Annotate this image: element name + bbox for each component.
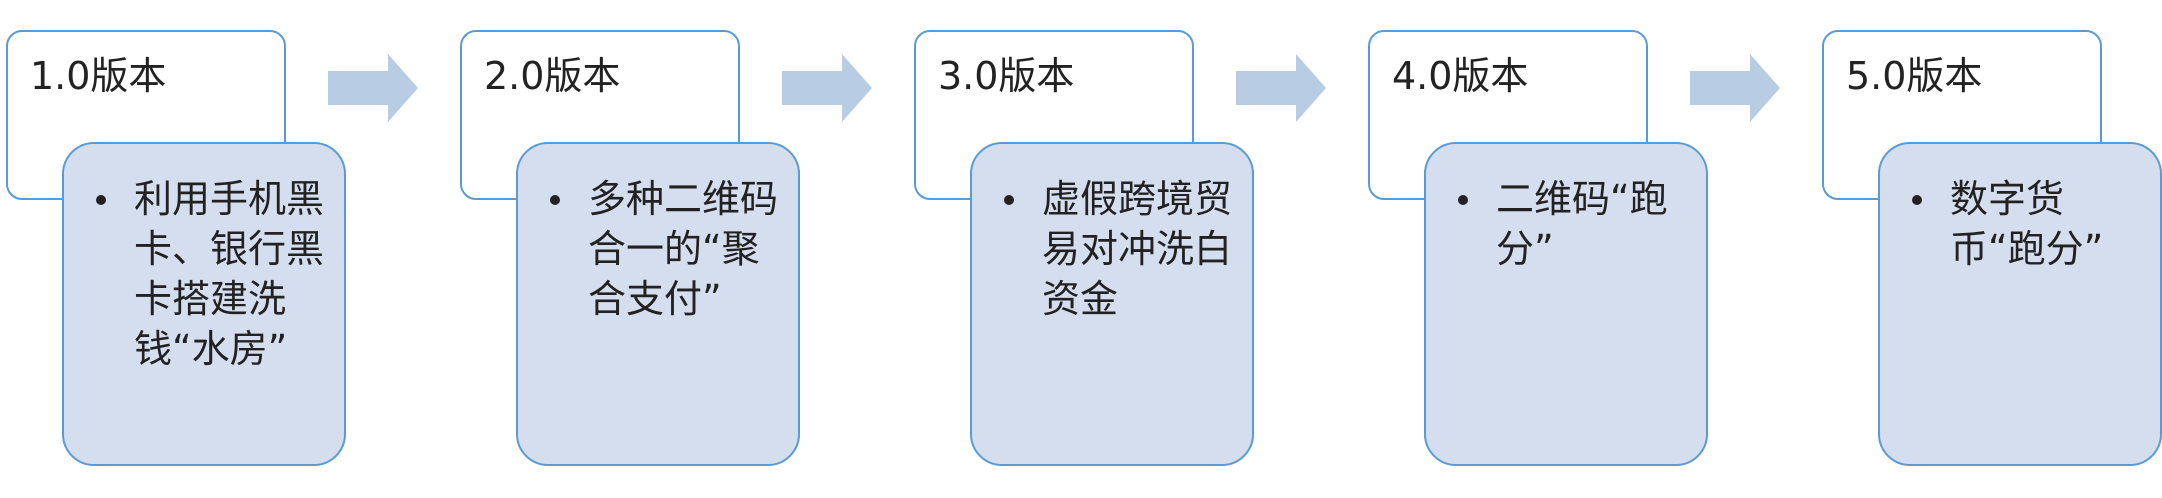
detail-list-5: 数字货币“跑分” <box>1912 174 2142 274</box>
detail-box-2: 多种二维码合一的“聚合支付” <box>516 142 800 466</box>
detail-item-5: 数字货币“跑分” <box>1912 174 2142 274</box>
bullet-icon <box>96 195 106 205</box>
arrow-right-icon-1 <box>328 54 418 122</box>
arrow-right-icon-3 <box>1236 54 1326 122</box>
detail-list-3: 虚假跨境贸易对冲洗白资金 <box>1004 174 1234 324</box>
detail-box-4: 二维码“跑分” <box>1424 142 1708 466</box>
detail-item-2: 多种二维码合一的“聚合支付” <box>550 174 780 324</box>
bullet-icon <box>550 195 560 205</box>
detail-text-5: 数字货币“跑分” <box>1950 177 2104 271</box>
detail-list-4: 二维码“跑分” <box>1458 174 1688 274</box>
detail-text-1: 利用手机黑卡、银行黑卡搭建洗钱“水房” <box>134 177 325 371</box>
detail-box-5: 数字货币“跑分” <box>1878 142 2162 466</box>
bullet-icon <box>1912 195 1922 205</box>
version-title-5: 5.0版本 <box>1846 54 1983 98</box>
version-title-1: 1.0版本 <box>30 54 167 98</box>
bullet-icon <box>1004 195 1014 205</box>
arrow-right-icon-4 <box>1690 54 1780 122</box>
version-title-2: 2.0版本 <box>484 54 621 98</box>
bullet-icon <box>1458 195 1468 205</box>
detail-item-3: 虚假跨境贸易对冲洗白资金 <box>1004 174 1234 324</box>
detail-item-1: 利用手机黑卡、银行黑卡搭建洗钱“水房” <box>96 174 326 374</box>
detail-list-2: 多种二维码合一的“聚合支付” <box>550 174 780 324</box>
detail-item-4: 二维码“跑分” <box>1458 174 1688 274</box>
detail-box-1: 利用手机黑卡、银行黑卡搭建洗钱“水房” <box>62 142 346 466</box>
detail-list-1: 利用手机黑卡、银行黑卡搭建洗钱“水房” <box>96 174 326 374</box>
detail-text-3: 虚假跨境贸易对冲洗白资金 <box>1042 177 1233 321</box>
detail-text-4: 二维码“跑分” <box>1496 177 1668 271</box>
detail-text-2: 多种二维码合一的“聚合支付” <box>588 177 779 321</box>
detail-box-3: 虚假跨境贸易对冲洗白资金 <box>970 142 1254 466</box>
version-title-3: 3.0版本 <box>938 54 1075 98</box>
arrow-right-icon-2 <box>782 54 872 122</box>
version-title-4: 4.0版本 <box>1392 54 1529 98</box>
